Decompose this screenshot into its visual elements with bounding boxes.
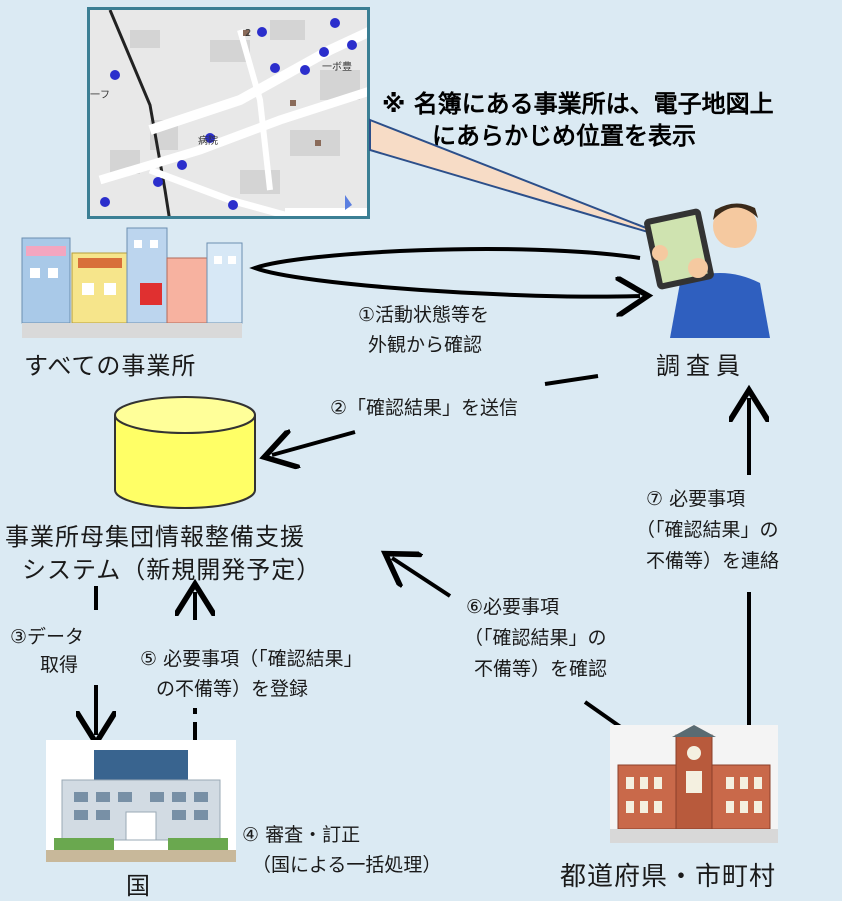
step1-arrow <box>249 247 640 297</box>
node-system-line1: 事業所母集団情報整備支援 <box>5 523 305 551</box>
step7-line1: ⑦ 必要事項 <box>646 488 746 510</box>
surveyor-image <box>640 198 785 338</box>
city-hall-image <box>610 725 778 843</box>
node-all-businesses: すべての事業所 <box>24 352 197 380</box>
node-surveyor: 調査員 <box>656 352 746 380</box>
database-cylinder <box>110 395 260 510</box>
step1-line2: 外観から確認 <box>368 334 483 356</box>
step4-line2: （国による一括処理） <box>252 854 442 876</box>
step3-line2: 取得 <box>40 654 79 676</box>
step1-line1: ①活動状態等を <box>358 304 490 326</box>
map-label: 病院 <box>198 136 218 147</box>
step2-label: ②「確認結果」を送信 <box>330 397 519 419</box>
map-label: 一フ <box>90 90 110 101</box>
note-line-2: にあらかじめ位置を表示 <box>432 122 696 150</box>
step2-arrow <box>272 432 356 455</box>
step7-line3: 不備等）を連絡 <box>646 550 780 572</box>
business-buildings-image <box>21 227 243 338</box>
map-graphic <box>90 10 367 216</box>
step7-line2: （「確認結果」の <box>636 519 779 541</box>
electronic-map: 2 一ボ豊 一フ 病院 <box>87 7 370 219</box>
step6-line2: （「確認結果」の <box>464 627 607 649</box>
map-label: 一ボ豊 <box>322 62 352 73</box>
step3-line1: ③データ <box>10 626 85 648</box>
map-beam <box>369 118 683 243</box>
step6-line <box>583 700 624 730</box>
map-label: 2 <box>245 28 252 39</box>
node-system-line2: システム（新規開発予定） <box>22 556 322 584</box>
step6-line1: ⑥必要事項 <box>466 596 560 618</box>
step5-line1: ⑤ 必要事項（「確認結果」 <box>140 648 363 670</box>
node-country: 国 <box>126 872 151 900</box>
step2-line <box>544 374 599 386</box>
step6-line3: 不備等）を確認 <box>474 658 608 680</box>
note-line-1: ※ 名簿にある事業所は、電子地図上 <box>382 90 774 118</box>
step4-line1: ④ 審査・訂正 <box>242 824 361 846</box>
step6-arrow <box>392 558 452 598</box>
government-building-image <box>46 740 236 862</box>
step5-line2: の不備等）を登録 <box>156 678 309 700</box>
node-prefectures: 都道府県・市町村 <box>560 862 777 892</box>
